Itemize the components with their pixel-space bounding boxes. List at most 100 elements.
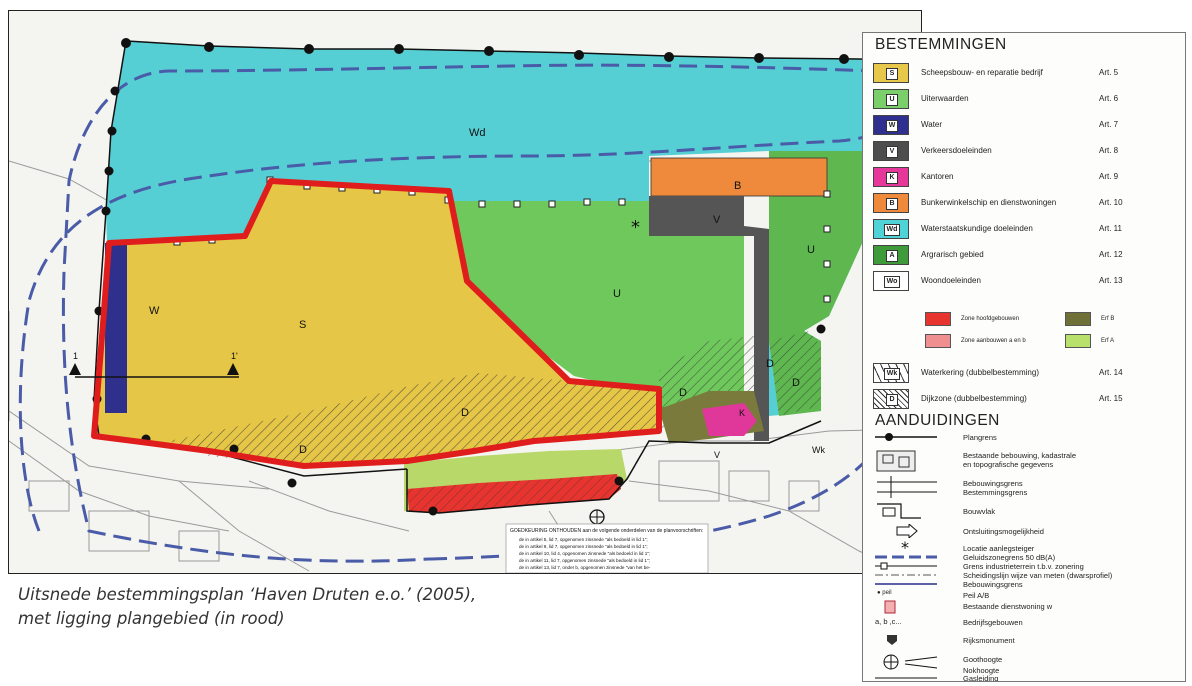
swatch-zone-aanbouwen xyxy=(925,334,951,348)
art-w: Art. 7 xyxy=(1099,120,1119,129)
label-b: B xyxy=(734,180,741,192)
swatch-b: B xyxy=(873,193,909,213)
aanlegsteiger-asterisk: * xyxy=(631,217,640,238)
swatch-erf-b xyxy=(1065,312,1091,326)
caption-line-2: met ligging plangebied (in rood) xyxy=(18,609,285,628)
swatch-u: U xyxy=(873,89,909,109)
art-waterkering: Art. 14 xyxy=(1099,368,1123,377)
label-v: Verkeersdoeleinden xyxy=(921,146,992,155)
scheidingslijn-icon xyxy=(875,574,937,576)
label-k: K xyxy=(739,408,745,418)
code-k: K xyxy=(886,172,898,184)
label-s: Scheepsbouw- en reparatie bedrijf xyxy=(921,68,1043,77)
bestaande-bebouwing-icon xyxy=(876,450,916,472)
goedkeuring-title: GOEDKEURING ONTHOUDEN aan de volgende on… xyxy=(510,528,703,534)
code-s: S xyxy=(886,68,898,80)
code-waterkering: Wk xyxy=(884,368,900,380)
code-b: B xyxy=(886,198,898,210)
label-d2: D xyxy=(299,444,307,456)
section-marker-left xyxy=(69,363,81,375)
label-section-left: 1 xyxy=(73,351,78,361)
zone-dijkzone-far-east[interactable] xyxy=(769,331,821,416)
label-section-right: 1' xyxy=(231,351,238,361)
legend-row-wo: Wo Woondoeleinden Art. 13 xyxy=(863,271,1185,291)
label-u: U xyxy=(613,288,621,300)
swatch-k: K xyxy=(873,167,909,187)
art-u: Art. 6 xyxy=(1099,94,1119,103)
label-wd: Wd xyxy=(469,127,486,139)
label-dijkzone: Dijkzone (dubbelbestemming) xyxy=(921,394,1027,403)
plangebied-boundary[interactable] xyxy=(91,178,662,469)
label-v: V xyxy=(713,214,721,226)
gasleiding-line-icon xyxy=(875,677,937,679)
label-b: Bunkerwinkelschip en dienstwoningen xyxy=(921,198,1057,207)
goedkeuring-line-2: de in artikel 9, lid 7, opgenomen zinsne… xyxy=(519,544,648,549)
rijksmonument-icon xyxy=(887,635,897,645)
zone-kantoren[interactable] xyxy=(702,403,757,436)
geluidszone-line xyxy=(18,63,921,563)
goedkeuring-line-3: de in artikel 10, lid 4, opgenomen zinsn… xyxy=(519,551,650,556)
art-v: Art. 8 xyxy=(1099,146,1119,155)
label-w: Water xyxy=(921,120,943,129)
legend-title-aanduidingen: AANDUIDINGEN xyxy=(875,412,1000,429)
map-caption: Uitsnede bestemmingsplan ‘Haven Druten e… xyxy=(18,583,638,631)
swatch-v: V xyxy=(873,141,909,161)
label-d1: D xyxy=(461,407,469,419)
label-w: W xyxy=(149,305,160,317)
art-dijkzone: Art. 15 xyxy=(1099,394,1123,403)
label-u: Uiterwaarden xyxy=(921,94,969,103)
asterisk-icon: * xyxy=(901,540,909,554)
label-v2: V xyxy=(714,450,720,460)
label-s: S xyxy=(299,319,306,331)
svg-text:*: * xyxy=(901,540,909,554)
section-marker-right xyxy=(227,363,239,375)
label-wk: Wk xyxy=(812,445,825,455)
zone-water[interactable] xyxy=(105,243,127,413)
goedkeuring-line-1: de in artikel 5, lid 7, opgenomen zinsne… xyxy=(519,537,648,542)
dienstwoning-icon xyxy=(884,600,896,614)
code-a: A xyxy=(886,250,898,262)
label-wd: Waterstaatskundige doeleinden xyxy=(921,224,1033,233)
bebouwingsgrens-icon xyxy=(877,476,937,498)
legend-row-dijkzone: D Dijkzone (dubbelbestemming) Art. 15 xyxy=(863,389,1185,409)
swatch-wd: Wd xyxy=(873,219,909,239)
ontsluiting-arrow-icon xyxy=(896,524,918,538)
swatch-dijkzone: D xyxy=(873,389,909,409)
code-v: V xyxy=(886,146,898,158)
plangrens-icon xyxy=(875,433,937,441)
code-w: W xyxy=(886,120,898,132)
code-wd: Wd xyxy=(884,224,900,236)
bebouwingsgrens-line-icon xyxy=(875,583,937,585)
zone-waterstaatskundige[interactable] xyxy=(106,41,921,416)
zone-dijkzone[interactable] xyxy=(169,373,659,466)
goot-nok-icon xyxy=(883,654,938,670)
code-dijkzone: D xyxy=(886,394,898,406)
swatch-a: A xyxy=(873,245,909,265)
plangrens-line xyxy=(125,40,921,62)
art-wo: Art. 13 xyxy=(1099,276,1123,285)
map-canvas: * Wd S W U U B V D D D D D K V Wk 1 1' G… xyxy=(9,38,921,573)
label-a: Argrarisch gebied xyxy=(921,250,984,259)
swatch-waterkering: Wk xyxy=(873,363,909,383)
goedkeuring-line-4: de in artikel 11, lid 7, opgenomen zinsn… xyxy=(519,558,650,563)
legend-row-k: K Kantoren Art. 9 xyxy=(863,167,1185,187)
legend-row-v: V Verkeersdoeleinden Art. 8 xyxy=(863,141,1185,161)
legend-row-w: W Water Art. 7 xyxy=(863,115,1185,135)
label-erf-b: Erf B xyxy=(1101,316,1115,322)
art-k: Art. 9 xyxy=(1099,172,1119,181)
swatch-wo: Wo xyxy=(873,271,909,291)
swatch-zone-hoofdgebouwen xyxy=(925,312,951,326)
plangrens-south xyxy=(406,420,822,514)
geluidszone-line-east xyxy=(428,430,891,561)
code-wo: Wo xyxy=(884,276,900,288)
label-k: Kantoren xyxy=(921,172,954,181)
label-wo: Woondoeleinden xyxy=(921,276,981,285)
geluidszone-icon xyxy=(875,555,937,559)
goedkeuring-line-5: de in artikel 13, lid 7, onder b, opgeno… xyxy=(519,565,651,570)
legend-row-u: U Uiterwaarden Art. 6 xyxy=(863,89,1185,109)
zoning-map[interactable]: * Wd S W U U B V D D D D D K V Wk 1 1' G… xyxy=(8,10,922,574)
